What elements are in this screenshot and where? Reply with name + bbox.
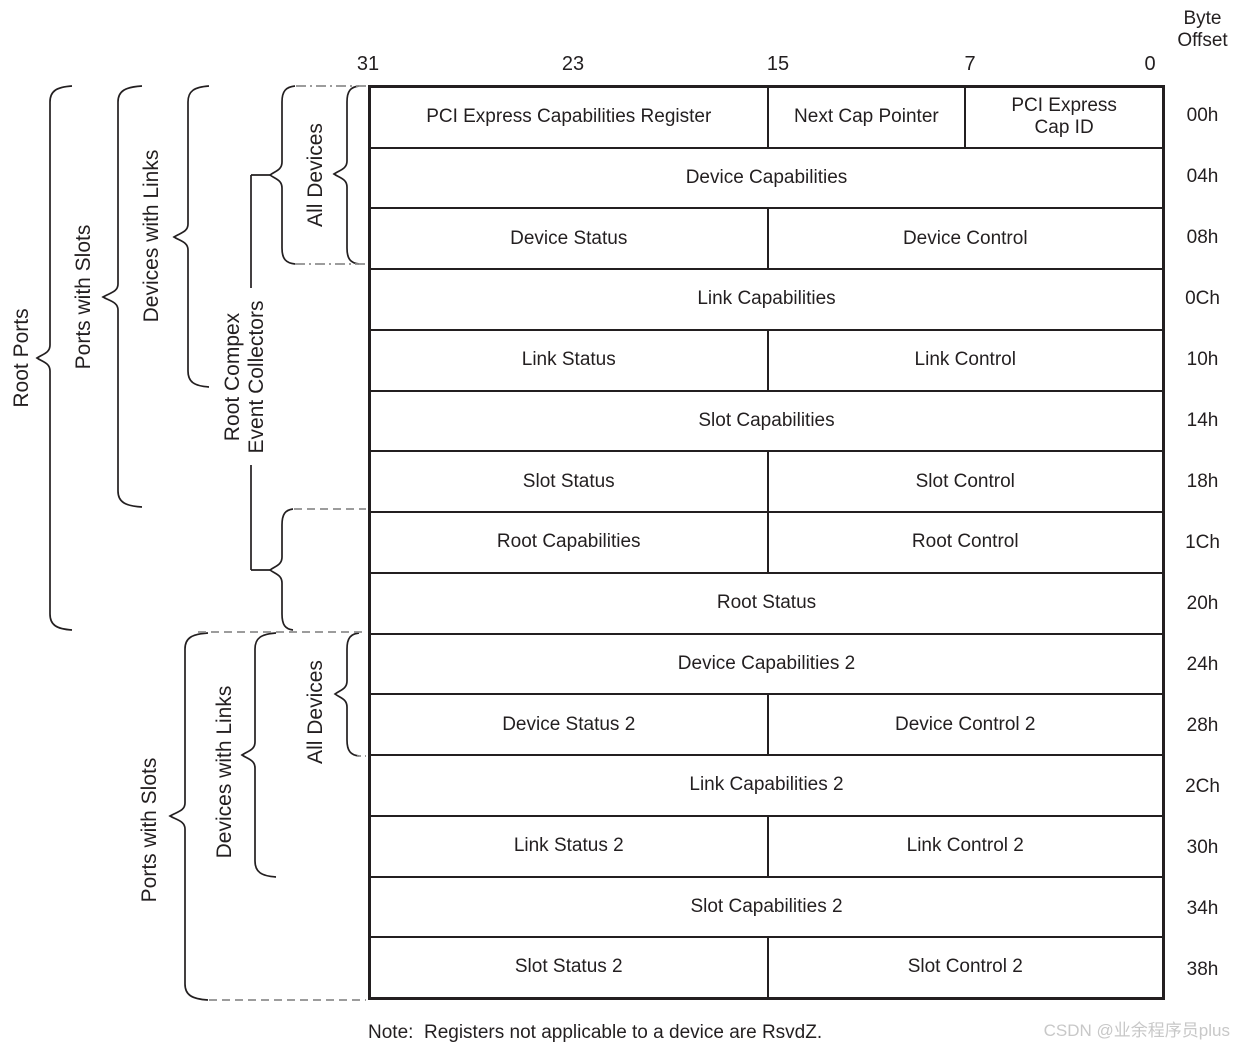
table-row: Device Status 2 Device Control 2 bbox=[371, 695, 1163, 757]
byte-offset-column: 00h 04h 08h 0Ch 10h 14h 18h 1Ch 20h 24h 28h 2Ch 30h 3… bbox=[1165, 85, 1240, 1000]
register-cell: Device Capabilities 2 bbox=[677, 652, 856, 674]
brace-all-devices-bottom-right bbox=[333, 632, 360, 757]
register-cell: Link Control bbox=[766, 330, 1163, 390]
byte-offset-value: 08h bbox=[1186, 226, 1219, 248]
register-cell: Link Capabilities bbox=[697, 288, 836, 310]
brace-root-ports bbox=[35, 85, 73, 631]
bit-label-15: 15 bbox=[766, 53, 790, 75]
brace-all-devices-top-right bbox=[332, 85, 360, 265]
byte-offset-value: 24h bbox=[1186, 653, 1219, 675]
bit-label-0: 0 bbox=[1144, 53, 1156, 75]
byte-offset-value: 34h bbox=[1186, 897, 1219, 919]
byte-offset-value: 10h bbox=[1186, 348, 1219, 370]
register-cell: Slot Control bbox=[766, 452, 1163, 512]
register-cell: Root Capabilities bbox=[496, 531, 641, 553]
table-row: Slot Status 2 Slot Control 2 bbox=[371, 938, 1163, 998]
brace-ports-with-slots-bottom bbox=[168, 632, 209, 1001]
byte-offset-value: 20h bbox=[1186, 592, 1219, 614]
register-cell: Root Status bbox=[716, 592, 817, 614]
byte-offset-value: 00h bbox=[1186, 104, 1219, 126]
table-row: Root Status bbox=[371, 574, 1162, 635]
table-row: Slot Status Slot Control bbox=[371, 452, 1163, 514]
byte-offset-value: 30h bbox=[1186, 836, 1219, 858]
group-label-root-ports: Root Ports bbox=[9, 308, 33, 408]
brace-ports-with-slots-top bbox=[101, 85, 143, 508]
byte-offset-value: 38h bbox=[1186, 958, 1219, 980]
bit-label-7: 7 bbox=[964, 53, 976, 75]
note-text: Note: Registers not applicable to a devi… bbox=[368, 1022, 823, 1043]
register-cell: Device Status 2 bbox=[502, 713, 636, 735]
register-cell: Slot Status bbox=[522, 470, 615, 492]
register-cell: Link Control 2 bbox=[766, 816, 1163, 876]
byte-offset-value: 1Ch bbox=[1185, 531, 1220, 553]
register-cell: PCI Express Cap ID bbox=[964, 88, 1162, 147]
table-row: Link Capabilities 2 bbox=[371, 756, 1162, 817]
register-cell: Next Cap Pointer bbox=[766, 88, 965, 147]
group-label-ports-with-slots-top: Ports with Slots bbox=[71, 224, 95, 370]
register-cell: Link Status bbox=[521, 349, 616, 371]
byte-offset-value: 04h bbox=[1186, 165, 1219, 187]
table-row: Link Capabilities bbox=[371, 270, 1162, 331]
brace-rcec-root-rows bbox=[268, 508, 294, 631]
brace-devices-with-links-top bbox=[172, 85, 210, 388]
group-label-all-devices-bottom: All Devices bbox=[303, 660, 327, 764]
bit-label-31: 31 bbox=[356, 53, 380, 75]
register-cell: Slot Capabilities 2 bbox=[690, 895, 843, 917]
group-label-devices-with-links-bottom: Devices with Links bbox=[212, 685, 236, 859]
group-label-ports-with-slots-bottom: Ports with Slots bbox=[137, 757, 161, 903]
byte-offset-value: 14h bbox=[1186, 409, 1219, 431]
table-row: Root Capabilities Root Control bbox=[371, 513, 1162, 574]
table-row: Link Status 2 Link Control 2 bbox=[371, 816, 1163, 878]
register-cell: Link Status 2 bbox=[513, 834, 624, 856]
register-cell: Device Status bbox=[510, 227, 628, 249]
table-row: Device Status Device Control bbox=[371, 209, 1163, 271]
byte-offset-value: 28h bbox=[1186, 714, 1219, 736]
register-cell: Root Control bbox=[766, 513, 1163, 572]
byte-offset-value: 0Ch bbox=[1185, 287, 1220, 309]
register-cell: Slot Control 2 bbox=[766, 938, 1163, 998]
table-row: Device Capabilities bbox=[371, 149, 1162, 210]
table-row: Device Capabilities 2 bbox=[371, 635, 1162, 696]
table-row: Slot Capabilities 2 bbox=[371, 878, 1162, 939]
byte-offset-value: 2Ch bbox=[1185, 775, 1220, 797]
register-table: PCI Express Capabilities Register Next Ca… bbox=[368, 85, 1165, 1000]
register-cell: Link Capabilities 2 bbox=[689, 774, 844, 796]
table-row: Link Status Link Control bbox=[371, 330, 1163, 392]
byte-offset-value: 18h bbox=[1186, 470, 1219, 492]
table-row: PCI Express Capabilities Register Next Ca… bbox=[371, 88, 1162, 149]
register-cell: Slot Status 2 bbox=[514, 956, 623, 978]
bit-label-23: 23 bbox=[561, 53, 585, 75]
byte-offset-header: Byte Offset bbox=[1177, 8, 1228, 52]
register-cell: PCI Express Capabilities Register bbox=[426, 106, 712, 128]
brace-all-devices-top-left bbox=[268, 85, 296, 265]
group-label-devices-with-links-top: Devices with Links bbox=[139, 149, 163, 323]
register-cell: Device Capabilities bbox=[685, 166, 848, 188]
group-label-root-complex-event-collectors: Root Compex Event Collectors bbox=[220, 300, 268, 454]
watermark: CSDN @业余程序员plus bbox=[1043, 1021, 1230, 1040]
group-label-all-devices-top: All Devices bbox=[303, 123, 327, 227]
brace-devices-with-links-bottom bbox=[240, 632, 277, 878]
register-cell: Slot Capabilities bbox=[698, 409, 835, 431]
register-cell: Device Control bbox=[766, 209, 1163, 269]
table-row: Slot Capabilities bbox=[371, 392, 1162, 453]
register-cell: Device Control 2 bbox=[766, 695, 1163, 755]
